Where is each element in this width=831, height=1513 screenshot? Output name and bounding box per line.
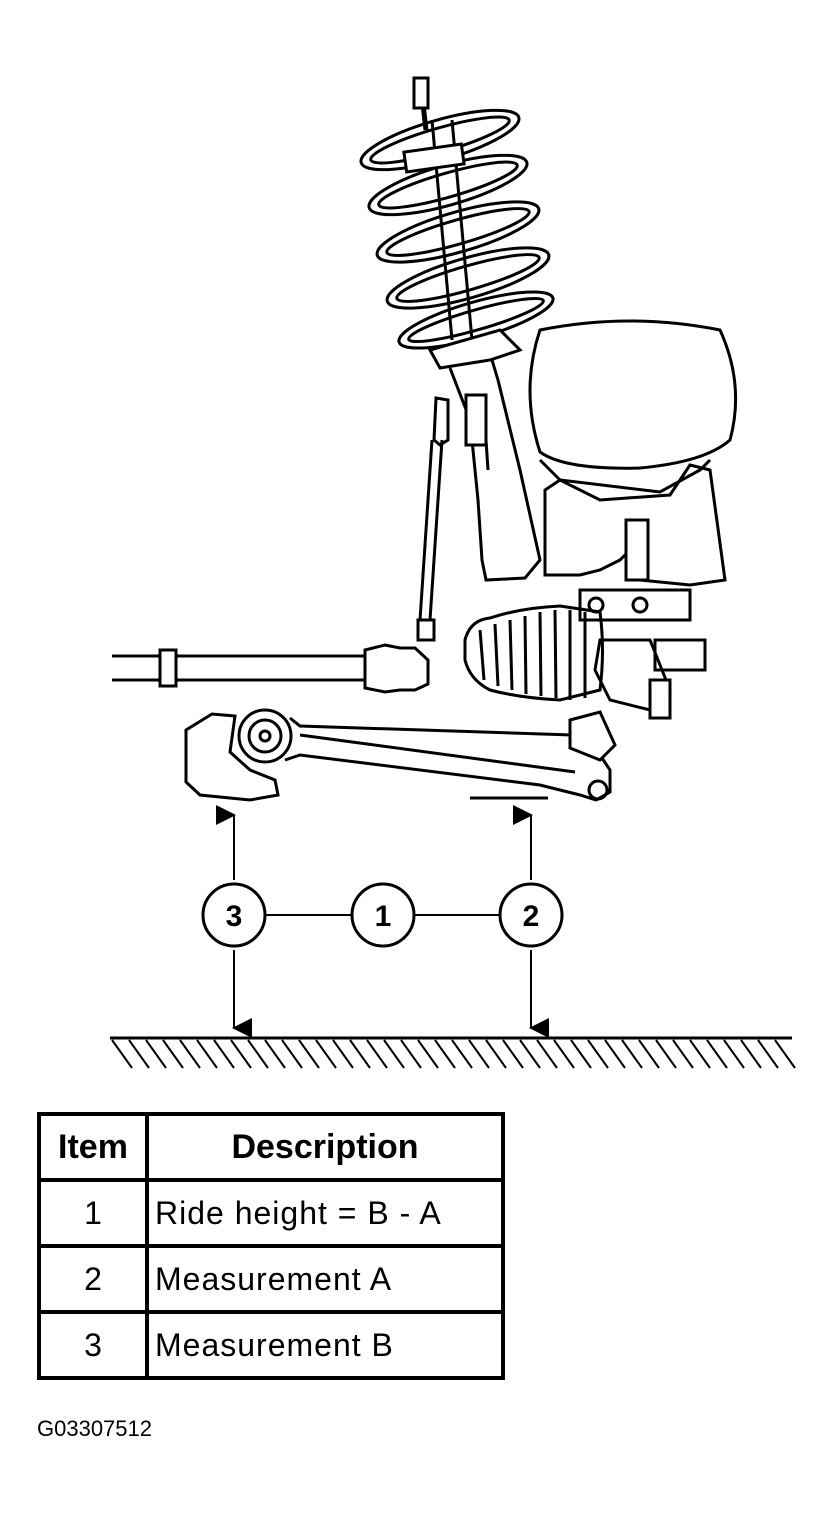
- ground-hatch-mark: [196, 1039, 218, 1069]
- callout-3-label: 3: [226, 900, 243, 933]
- callout-3: 3: [201, 882, 267, 948]
- ground-hatch-mark: [128, 1039, 150, 1069]
- column-header-description: Description: [145, 1112, 505, 1182]
- item-description: Measurement B: [145, 1310, 505, 1380]
- ground-hatch-mark: [298, 1039, 320, 1069]
- ground-hatch-mark: [434, 1039, 456, 1069]
- steering-knuckle: [543, 463, 727, 720]
- ground-hatch-mark: [264, 1039, 286, 1069]
- stabilizer-link: [416, 396, 450, 642]
- ground-hatch-mark: [519, 1039, 541, 1069]
- ground-hatch-mark: [349, 1039, 371, 1069]
- ground-hatch-mark: [111, 1039, 133, 1069]
- ground-hatch-mark: [213, 1039, 235, 1069]
- ground-hatch-mark: [366, 1039, 388, 1069]
- ground-hatch-mark: [451, 1039, 473, 1069]
- axle-shaft: [112, 643, 430, 694]
- column-header-item: Item: [37, 1112, 149, 1182]
- item-number: 1: [37, 1178, 149, 1248]
- ground-hatch-mark: [502, 1039, 524, 1069]
- ground-line: [110, 1036, 796, 1069]
- item-number: 2: [37, 1244, 149, 1314]
- ground-hatch-mark: [587, 1039, 609, 1069]
- ground-hatch-mark: [468, 1039, 490, 1069]
- ground-hatch-mark: [689, 1039, 711, 1069]
- ground-hatch-mark: [655, 1039, 677, 1069]
- ground-hatch-mark: [740, 1039, 762, 1069]
- callout-2-label: 2: [523, 900, 540, 933]
- ground-hatch-mark: [230, 1039, 252, 1069]
- ground-hatch-mark: [383, 1039, 405, 1069]
- ground-hatch-mark: [400, 1039, 422, 1069]
- figure-code: G03307512: [37, 1416, 152, 1441]
- ground-hatch-mark: [247, 1039, 269, 1069]
- item-number: 3: [37, 1310, 149, 1380]
- table-row: 2 Measurement A: [37, 1244, 505, 1314]
- ground-hatch-mark: [332, 1039, 354, 1069]
- callout-1: 1: [350, 882, 416, 948]
- legend-header-row: Item Description: [37, 1112, 505, 1182]
- ground-hatch-mark: [706, 1039, 728, 1069]
- ground-hatch-mark: [281, 1039, 303, 1069]
- legend-table: Item Description 1 Ride height = B - A 2…: [37, 1112, 505, 1380]
- table-row: 3 Measurement B: [37, 1310, 505, 1380]
- ground-hatch-mark: [553, 1039, 575, 1069]
- table-row: 1 Ride height = B - A: [37, 1178, 505, 1248]
- ground-hatch-mark: [723, 1039, 745, 1069]
- suspension-diagram: 3 1 2: [110, 76, 796, 1069]
- ground-hatch-mark: [179, 1039, 201, 1069]
- lower-control-arm: [184, 708, 617, 802]
- ground-hatch-mark: [621, 1039, 643, 1069]
- ground-hatch-mark: [570, 1039, 592, 1069]
- callout-1-label: 1: [375, 900, 392, 933]
- ground-hatch-mark: [162, 1039, 184, 1069]
- ground-hatch-mark: [536, 1039, 558, 1069]
- item-description: Measurement A: [145, 1244, 505, 1314]
- ground-hatch-mark: [638, 1039, 660, 1069]
- ground-hatch-mark: [672, 1039, 694, 1069]
- ground-hatch-mark: [315, 1039, 337, 1069]
- coil-spring: [359, 76, 555, 582]
- cv-boot: [463, 604, 604, 702]
- ground-hatch-mark: [485, 1039, 507, 1069]
- ground-hatch-mark: [604, 1039, 626, 1069]
- ground-hatch-mark: [145, 1039, 167, 1069]
- ground-hatch-mark: [417, 1039, 439, 1069]
- tire: [528, 319, 738, 494]
- callout-2: 2: [498, 882, 564, 948]
- item-description: Ride height = B - A: [145, 1178, 505, 1248]
- ground-hatch-mark: [774, 1039, 796, 1069]
- ground-hatch-mark: [757, 1039, 779, 1069]
